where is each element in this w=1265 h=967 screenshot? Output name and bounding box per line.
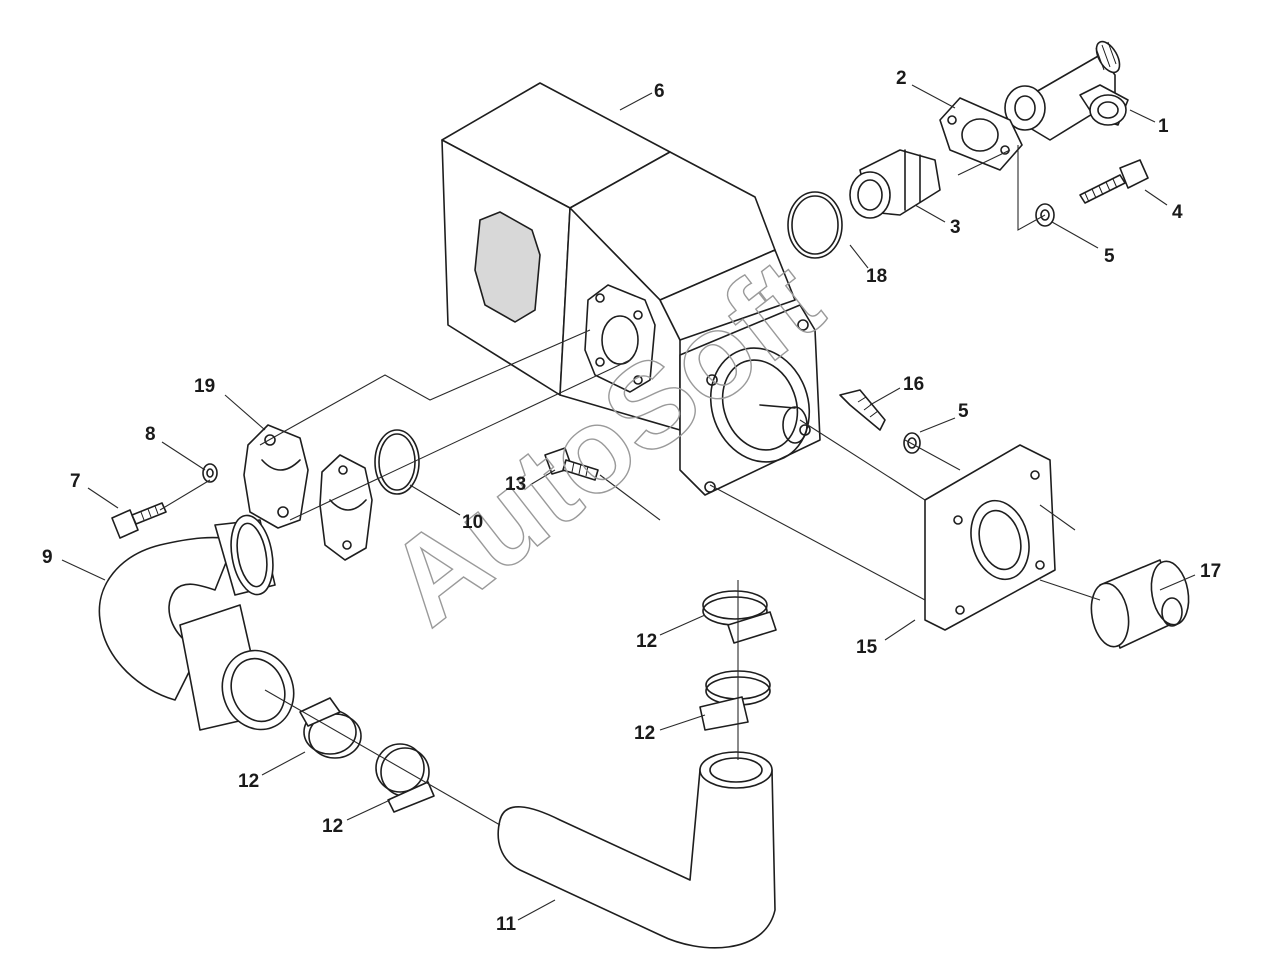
callout-1: 1 xyxy=(1158,116,1169,137)
part-9-elbow-hose xyxy=(98,514,295,731)
part-12-clamp-left-lower xyxy=(375,743,435,813)
part-12-clamp-left-upper xyxy=(299,697,362,759)
part-6-housing xyxy=(441,82,821,496)
callout-5-top: 5 xyxy=(1104,246,1115,267)
callout-3: 3 xyxy=(950,217,961,238)
part-10-o-ring xyxy=(374,429,420,495)
callout-4: 4 xyxy=(1172,202,1183,223)
callout-10: 10 xyxy=(462,512,483,533)
part-2-flange xyxy=(939,97,1023,171)
part-12-clamp-lower-right xyxy=(699,670,771,731)
part-12-clamp-upper-right xyxy=(702,590,777,644)
callout-numbers: 1 2 3 4 5 5 6 7 8 9 10 11 12 12 12 12 13… xyxy=(42,68,1221,935)
part-13-bolt xyxy=(544,447,599,481)
part-3-adapter xyxy=(849,149,941,219)
callout-6: 6 xyxy=(654,81,665,102)
callout-12-lower-right: 12 xyxy=(634,723,655,744)
callout-8: 8 xyxy=(145,424,156,445)
part-17-coupling xyxy=(1090,559,1190,649)
callout-2: 2 xyxy=(896,68,907,89)
part-5-washer-lower xyxy=(903,432,921,454)
part-4-bolt xyxy=(1079,159,1149,204)
callout-13: 13 xyxy=(505,474,526,495)
callout-11: 11 xyxy=(496,914,517,935)
part-8-washer xyxy=(202,463,218,483)
callout-15: 15 xyxy=(856,637,878,658)
callout-9: 9 xyxy=(42,547,53,568)
callout-12-left-upper: 12 xyxy=(238,771,259,792)
callout-5-lower: 5 xyxy=(958,401,969,422)
callout-17: 17 xyxy=(1200,561,1221,582)
part-15-adapter-plate xyxy=(924,444,1056,631)
callout-7: 7 xyxy=(70,471,81,492)
callout-18: 18 xyxy=(866,266,887,287)
part-11-bent-hose xyxy=(497,751,776,949)
callout-12-upper-right: 12 xyxy=(636,631,657,652)
part-18-o-ring xyxy=(787,191,843,259)
part-7-bolt xyxy=(111,502,167,539)
assembly-centerlines xyxy=(159,145,1101,826)
part-16-bolt xyxy=(839,389,886,431)
callout-leaders xyxy=(61,84,1196,921)
part-1-tee-fitting xyxy=(1004,40,1129,141)
callout-12-left-lower: 12 xyxy=(322,816,343,837)
part-19-split-flange xyxy=(243,424,373,561)
callout-16: 16 xyxy=(903,374,924,395)
callout-19: 19 xyxy=(194,376,215,397)
